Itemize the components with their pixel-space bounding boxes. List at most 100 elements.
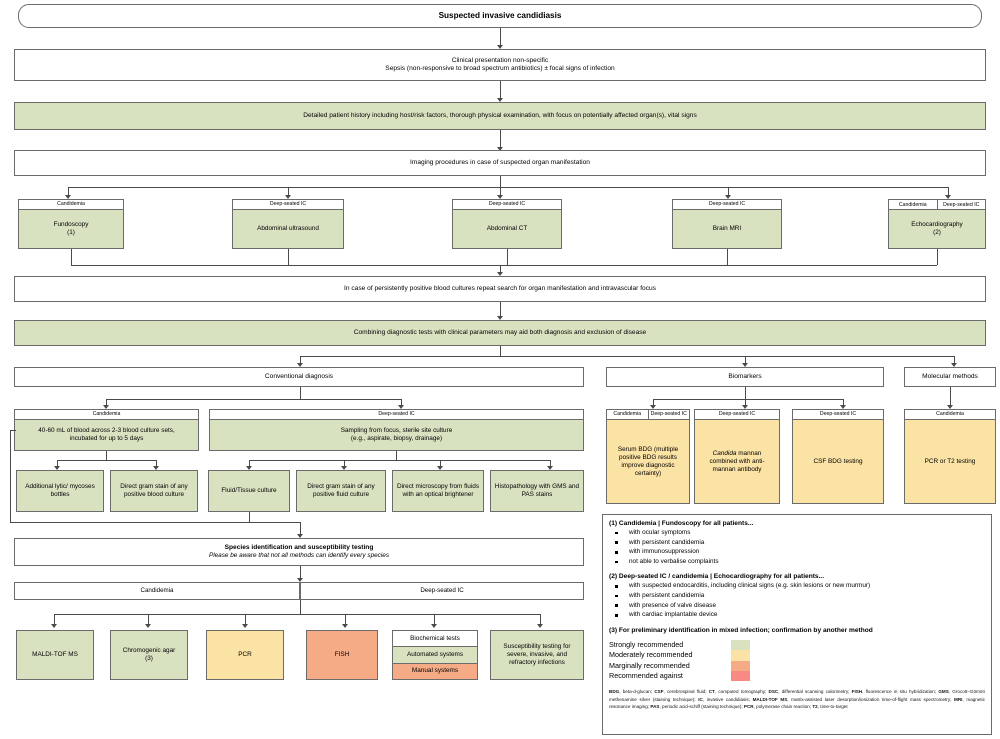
connector-up-3 [507,249,508,265]
node-test-additional-lytic: Additional lytic/ mycoses bottles [16,470,104,512]
connector-conv-bus [106,399,401,400]
brain-mri-label: Brain MRI [712,225,742,232]
node-biomarkers: Biomarkers [606,367,884,387]
connector-method-drop-5 [434,614,435,626]
arrow-to-clinical [497,45,503,49]
connector-method-drop-6 [540,614,541,626]
node-test-gram-stain-blood: Direct gram stain of any positive blood … [110,470,198,512]
abdominal-ultrasound-header: Deep-seated IC [233,200,343,210]
node-clinical-presentation: Clinical presentation non-specific Sepsi… [14,49,986,81]
molecular-methods-label: Molecular methods [922,372,978,380]
test-gram-stain-blood-label: Direct gram stain of any positive blood … [120,483,188,498]
connector-repeat-to-combining [500,302,501,318]
node-method-pcr: PCR [206,630,284,680]
connector-history-to-imaging [500,130,501,149]
arrow-bio-3 [840,405,846,409]
connector-clinical-to-history [500,81,501,100]
fundoscopy-note: (1) [67,229,75,236]
species-group-deep-label: Deep-seated IC [420,587,464,595]
method-pcr-label: PCR [238,651,252,658]
csf-bdg-header: Deep-seated IC [793,410,883,420]
page-title: Suspected invasive candidiasis [438,10,562,20]
automated-systems-label: Automated systems [406,650,464,658]
arrow-method-5 [431,624,437,628]
footnote-1-item: with persistent candidemia [613,538,985,548]
footnote-2-item: with persistent candidemia [613,591,985,601]
arrow-method-6 [537,624,543,628]
test-gram-stain-fluid-label: Direct gram stain of any positive fluid … [307,483,375,498]
node-candida-mannan: Deep-seated IC Candida mannan combined w… [694,409,780,504]
arrow-deep-2 [341,466,347,470]
node-method-maldi-tof: MALDI-TOF MS [16,630,94,680]
manual-systems-label: Manual systems [411,667,459,675]
arrow-method-2 [145,624,151,628]
connector-imaging-bus [68,187,948,188]
biochemical-tests-label: Biochemical tests [410,634,460,642]
node-patient-history: Detailed patient history including host/… [14,102,986,130]
echocardiography-header: Candidemia Deep-seated IC [889,200,985,210]
connector-blood-left-top [10,430,16,431]
footnote-spacer [609,566,985,573]
node-blood-culture-sets: Candidemia 40-60 mL of blood across 2-3 … [14,409,199,451]
arrow-imaging-4 [725,195,731,199]
connector-imaging-drop-4 [728,187,729,197]
node-combining-tests: Combining diagnostic tests with clinical… [14,320,986,346]
connector-conv-drop-left [106,399,107,407]
arrow-conventional [297,363,303,367]
biomarkers-label: Biomarkers [728,372,762,380]
susceptibility-testing-label: Susceptibility testing for severe, invas… [503,643,571,666]
footnote-1-item: with ocular symptoms [613,528,985,538]
connector-deep-drop-4 [550,460,551,468]
arrow-deep-1 [246,466,252,470]
connector-methods-bus [54,614,540,615]
connector-blood-left-bottom [10,522,300,523]
echocardiography-header-deep: Deep-seated IC [936,200,986,209]
node-method-biochemical-tests: Biochemical tests Automated systems Manu… [392,630,478,680]
arrow-biomarkers [742,363,748,367]
candida-mannan-header: Deep-seated IC [695,410,779,420]
node-suspected-invasive-candidiasis: Suspected invasive candidiasis [18,4,982,28]
legend-panel: (1) Candidemia | Fundoscopy for all pati… [602,514,992,735]
arrow-conv-deep [398,405,404,409]
node-species-group-candidemia: Candidemia [14,582,300,600]
brain-mri-header: Deep-seated IC [673,200,781,210]
node-brain-mri: Deep-seated IC Brain MRI [672,199,782,249]
node-species-identification: Species identification and susceptibilit… [14,538,584,566]
connector-deep-bus [249,460,550,461]
species-group-candidemia-label: Candidemia [140,587,174,595]
footnote-1-heading: (1) Candidemia | Fundoscopy for all pati… [609,520,754,527]
connector-species-to-groups [300,566,301,580]
node-pcr-t2-testing: Candidemia PCR or T2 testing [904,409,996,504]
abbreviations-text: BDG, beta-d-glucan; CSF, cerebrospinal f… [609,689,986,709]
swatch-marginally-recommended [730,660,750,671]
connector-up-4 [727,249,728,265]
connector-deep-drop-1 [249,460,250,468]
serum-bdg-header-deep: Deep-seated IC [647,410,690,419]
node-abdominal-ct: Deep-seated IC Abdominal CT [452,199,562,249]
connector-branch-drop-conventional [300,356,301,365]
abdominal-ct-label: Abdominal CT [486,225,528,232]
method-chromogenic-agar-label: Chromogenic agar [122,647,176,654]
node-conventional-diagnosis: Conventional diagnosis [14,367,584,387]
arrow-to-imaging [497,147,503,151]
node-test-fluid-tissue-culture: Fluid/Tissue culture [208,470,290,512]
arrow-bio-1 [650,405,656,409]
connector-bio-bus [653,399,843,400]
arrow-method-4 [342,624,348,628]
connector-imaging-drop-3 [500,187,501,197]
connector-bio-drop-2 [745,399,746,407]
node-imaging-procedures: Imaging procedures in case of suspected … [14,150,986,176]
connector-fluid-down [249,512,250,522]
arrow-imaging-1 [65,195,71,199]
node-species-group-deep: Deep-seated IC [300,582,584,600]
blood-culture-line-2: incubated for up to 5 days [69,435,144,442]
clinical-line-2: Sepsis (non-responsive to broad spectrum… [385,65,615,72]
connector-imaging-drop-2 [288,187,289,197]
species-identification-title: Species identification and susceptibilit… [224,543,374,551]
connector-blood-drop-2 [156,460,157,468]
node-fundoscopy: Candidemia Fundoscopy (1) [18,199,124,249]
serum-bdg-header: Candidemia Deep-seated IC [607,410,689,420]
sterile-site-line-1: Sampling from focus, sterile site cultur… [340,427,453,434]
arrow-conv-candidemia [103,405,109,409]
